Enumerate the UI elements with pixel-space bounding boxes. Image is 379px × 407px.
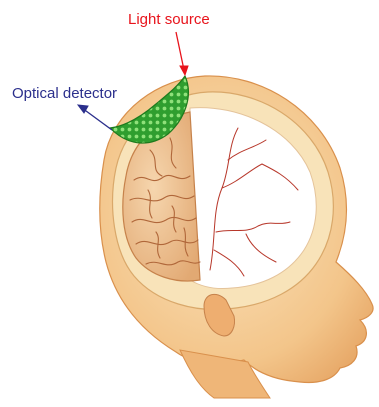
arrow-up-left-icon [78, 105, 112, 130]
light-source-label: Light source [128, 12, 210, 27]
arrow-down-icon [176, 32, 188, 75]
optical-detector-label: Optical detector [12, 86, 117, 101]
